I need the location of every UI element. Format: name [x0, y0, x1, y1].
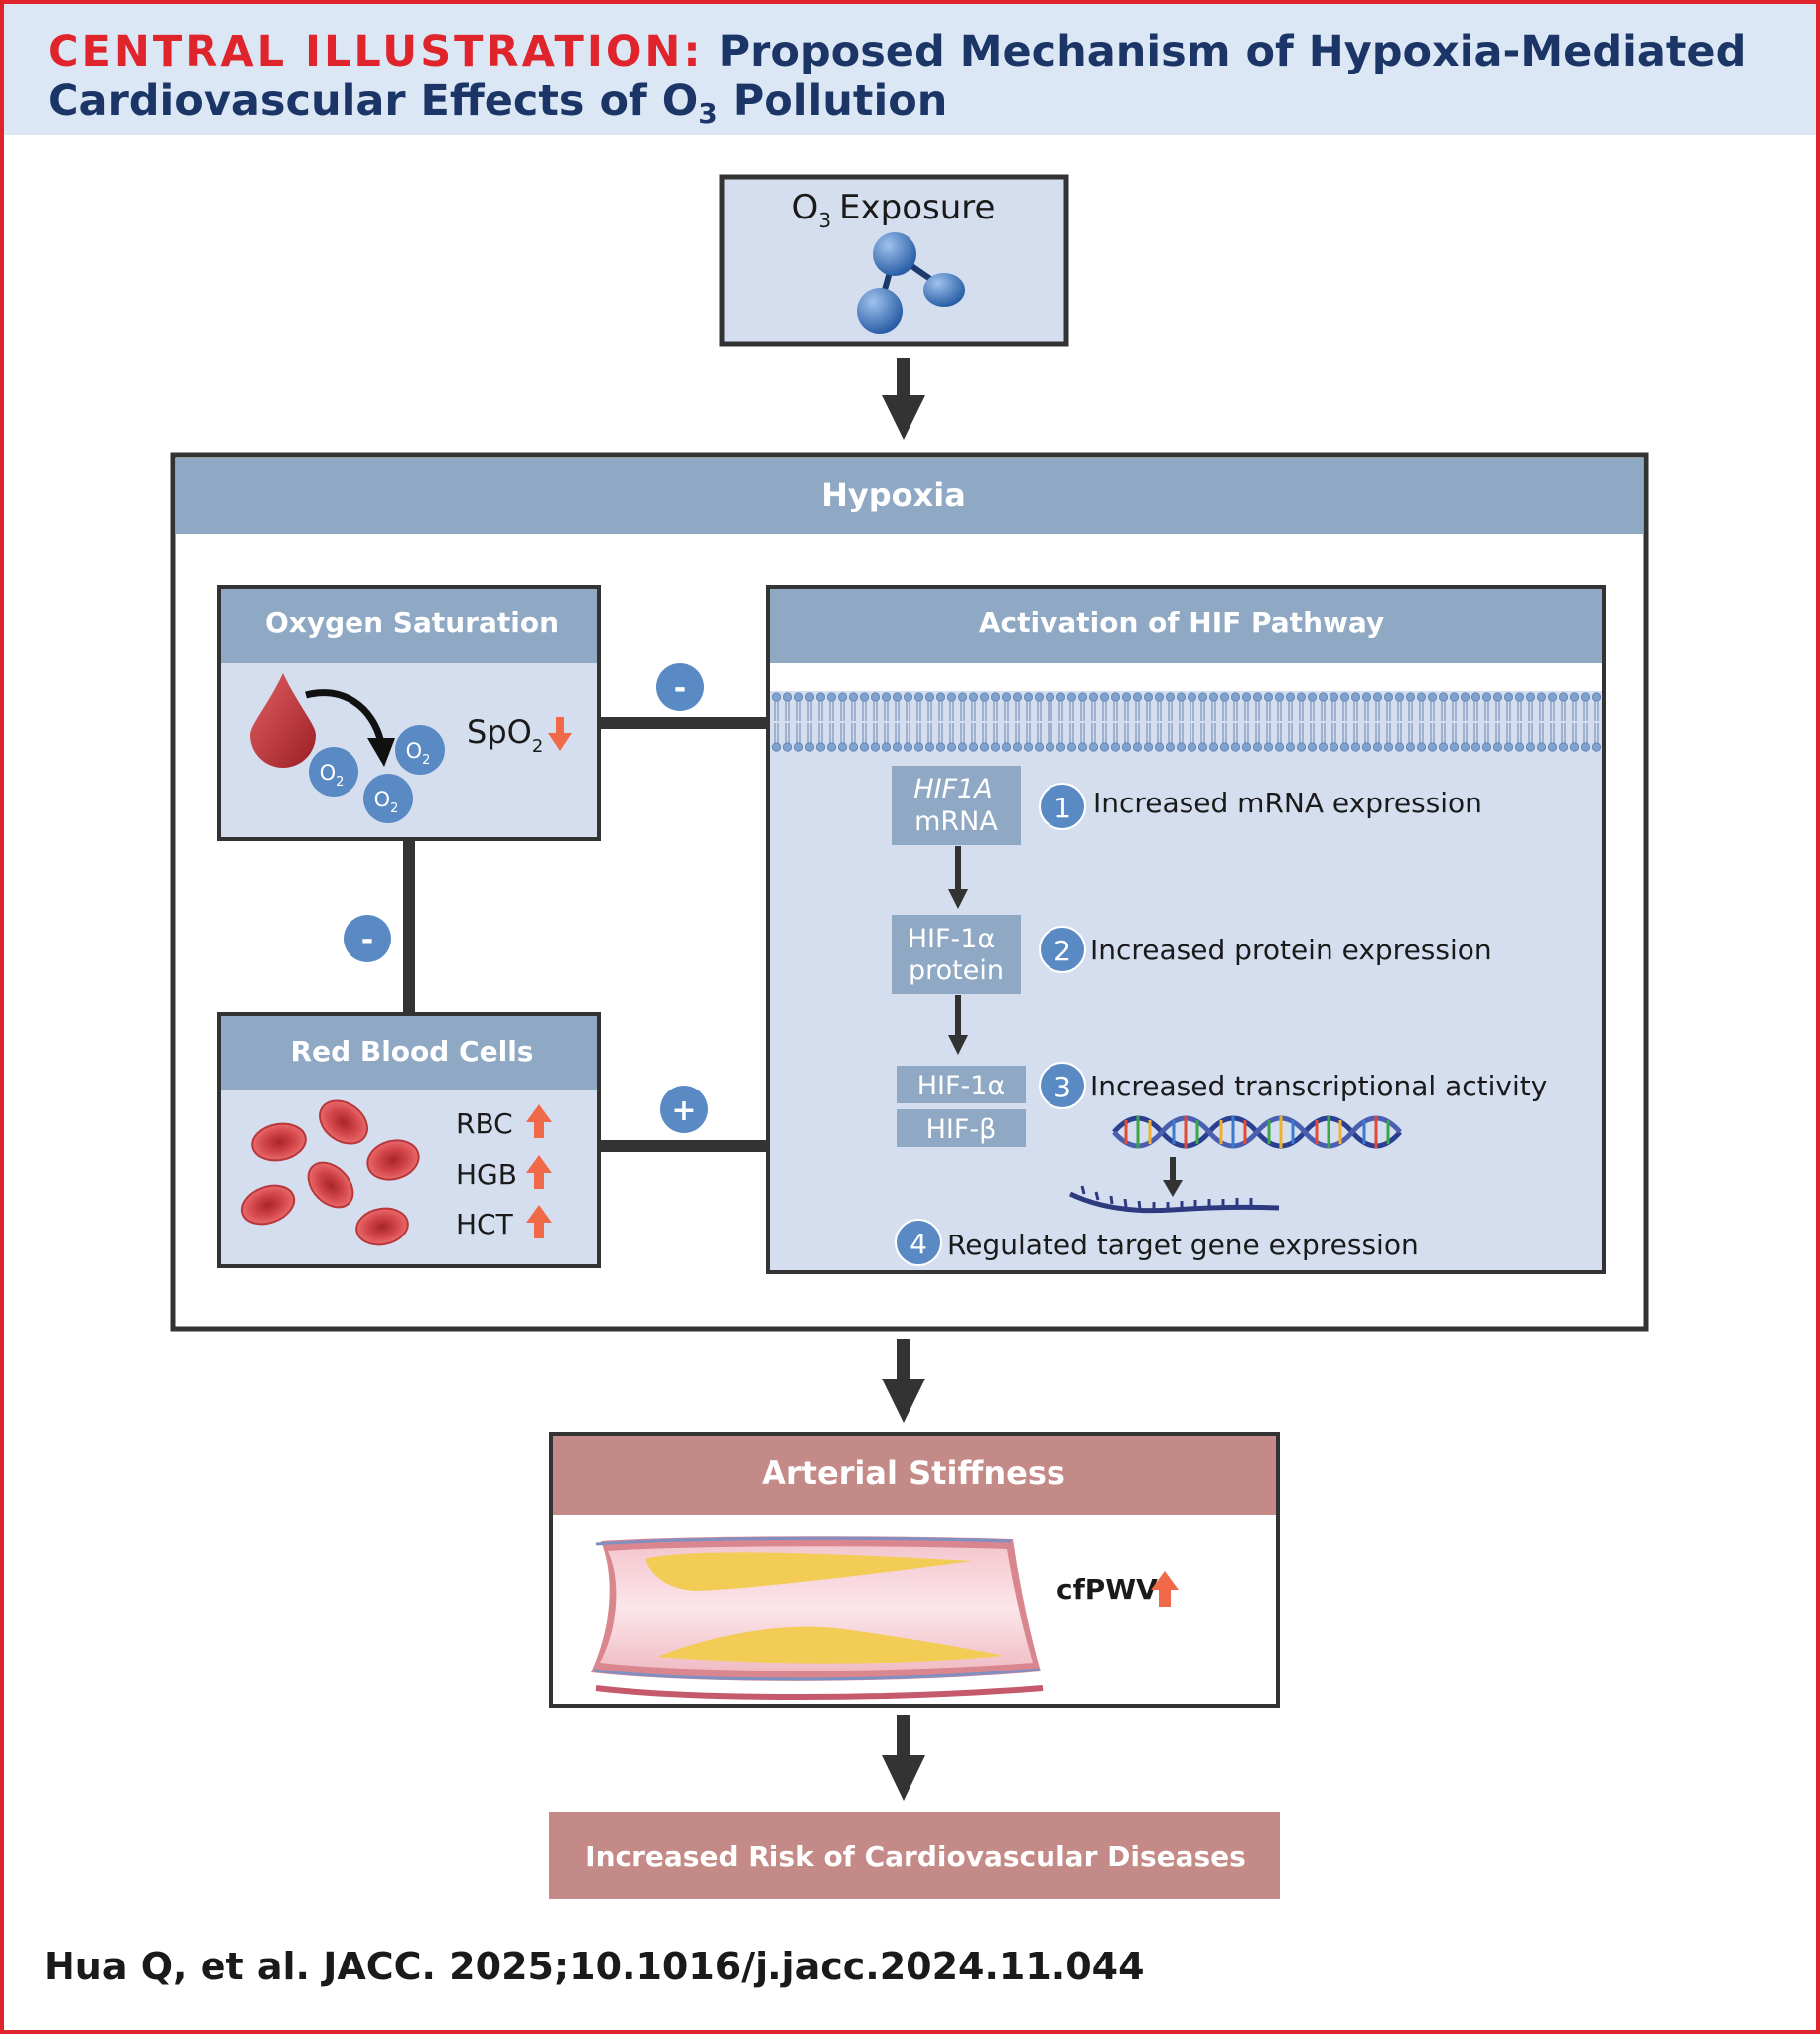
minus-sign-1: - — [674, 671, 686, 706]
rbc-cells-icon — [240, 1099, 420, 1246]
curved-arrow-head-icon — [367, 738, 395, 767]
minus-sign-2: - — [361, 923, 373, 957]
header-band: CENTRAL ILLUSTRATION: Proposed Mechanism… — [4, 4, 1816, 135]
hif1a-mrna-line2: mRNA — [914, 806, 998, 837]
svg-text:O2: O2 — [374, 788, 399, 816]
step-3: 3 Increased transcriptional activity — [1039, 1062, 1547, 1109]
oxygen-saturation-title: Oxygen Saturation — [265, 606, 559, 639]
cell-membrane-icon — [770, 692, 1602, 752]
outcome-box: Increased Risk of Cardiovascular Disease… — [549, 1812, 1280, 1899]
arrow-exposure-to-hypoxia — [882, 358, 925, 440]
spo2-label: SpO2 — [467, 713, 543, 757]
title-line-2: Cardiovascular Effects of O3 Pollution — [48, 75, 947, 140]
hif-beta-box — [897, 1109, 1026, 1147]
marker-hct: HCT — [456, 1208, 514, 1240]
step-3-text: Increased transcriptional activity — [1090, 1070, 1547, 1102]
hct-marker-row: HCT — [456, 1205, 552, 1240]
header-label: CENTRAL ILLUSTRATION: — [48, 27, 704, 76]
step-4-text: Regulated target gene expression — [947, 1229, 1419, 1261]
hct-up-arrow-icon — [526, 1205, 552, 1238]
header-title-a: Proposed Mechanism of Hypoxia-Mediated — [718, 27, 1747, 76]
step-2-number: 2 — [1053, 935, 1071, 967]
o2-bubble-1: O2 — [395, 725, 445, 775]
mrna-strand-icon — [1068, 1185, 1280, 1214]
header-title-b-sub: 3 — [698, 97, 718, 130]
step-1-text: Increased mRNA expression — [1093, 787, 1482, 819]
hif1a-protein-box — [892, 915, 1021, 994]
outcome-rect — [549, 1812, 1280, 1899]
hif-pathway-title: Activation of HIF Pathway — [979, 606, 1384, 639]
connector-rbc-hif: + — [599, 1086, 768, 1152]
hif1a-mrna-line1: HIF1A — [913, 774, 992, 804]
step-1: 1 Increased mRNA expression — [1039, 783, 1482, 830]
cfpwv-up-arrow-icon — [1151, 1571, 1179, 1607]
arrow-hypoxia-to-arterial — [882, 1339, 925, 1423]
red-blood-cells-panel: Red Blood Cells RBC HGB HCT — [217, 1012, 601, 1268]
blood-drop-icon — [250, 673, 316, 768]
ozone-molecule-icon — [857, 232, 965, 334]
o2-bubble-3: O2 — [363, 774, 413, 823]
step-4: 4 Regulated target gene expression — [895, 1219, 1419, 1266]
membrane-top-gap — [770, 663, 1602, 691]
curved-arrow-icon — [305, 689, 385, 744]
hif1a-complex-box — [897, 1066, 1026, 1103]
connector-oxygen-hif: - — [599, 663, 768, 729]
svg-text:O2: O2 — [406, 739, 431, 768]
marker-rbc: RBC — [456, 1107, 513, 1140]
step-3-number: 3 — [1053, 1071, 1071, 1103]
hif-beta-label: HIF-β — [926, 1114, 997, 1145]
step-2: 2 Increased protein expression — [1039, 926, 1492, 973]
hif1a-mrna-box — [892, 766, 1021, 845]
cfpwv-label: cfPWV — [1056, 1573, 1158, 1606]
arrow-mrna-to-protein — [948, 846, 968, 909]
header-title-b-post: Pollution — [732, 76, 948, 126]
o2-bubble-2: O2 — [309, 747, 358, 797]
rbc-marker-row: RBC — [456, 1104, 552, 1140]
hgb-marker-row: HGB — [456, 1155, 552, 1191]
arterial-stiffness-title-bar — [553, 1436, 1276, 1515]
oxygen-saturation-title-bar — [221, 589, 597, 663]
title-line-1: CENTRAL ILLUSTRATION: Proposed Mechanism… — [48, 26, 1746, 77]
hypoxia-title-bar — [176, 458, 1643, 534]
arrow-protein-to-complex — [948, 995, 968, 1055]
step-2-text: Increased protein expression — [1090, 934, 1492, 966]
hif1a-complex-label: HIF-1α — [917, 1071, 1006, 1101]
arrow-dna-to-mrna — [1163, 1157, 1183, 1197]
red-blood-cells-title: Red Blood Cells — [291, 1035, 534, 1068]
arterial-stiffness-box: Arterial Stiffness cfPWV — [549, 1432, 1280, 1708]
hypoxia-title: Hypoxia — [821, 476, 966, 513]
hif1a-protein-line1: HIF-1α — [908, 924, 996, 954]
hif-pathway-title-bar — [770, 589, 1602, 663]
arrow-arterial-to-outcome — [882, 1715, 925, 1801]
red-blood-cells-title-bar — [221, 1016, 597, 1090]
connector-oxygen-rbc: - — [344, 839, 415, 1014]
hif1a-protein-line2: protein — [909, 955, 1004, 986]
citation: Hua Q, et al. JACC. 2025;10.1016/j.jacc.… — [44, 1945, 1145, 1988]
oxygen-saturation-panel: Oxygen Saturation O2 O2 O2 SpO2 — [217, 585, 601, 841]
marker-hgb: HGB — [456, 1158, 517, 1191]
arterial-stiffness-title: Arterial Stiffness — [762, 1454, 1065, 1492]
rbc-up-arrow-icon — [526, 1104, 552, 1138]
outcome-text: Increased Risk of Cardiovascular Disease… — [585, 1840, 1246, 1873]
artery-icon — [591, 1536, 1044, 1700]
header-title-b-pre: Cardiovascular Effects of O — [48, 76, 699, 126]
hif-pathway-panel: Activation of HIF Pathway HIF1A mRNA HIF… — [766, 585, 1606, 1274]
plus-sign: + — [671, 1093, 696, 1128]
spo2-down-arrow-icon — [548, 717, 572, 751]
svg-text:O2: O2 — [320, 761, 345, 790]
hgb-up-arrow-icon — [526, 1155, 552, 1189]
dna-helix-icon — [1112, 1115, 1402, 1149]
step-4-number: 4 — [910, 1228, 927, 1260]
step-1-number: 1 — [1053, 792, 1071, 824]
